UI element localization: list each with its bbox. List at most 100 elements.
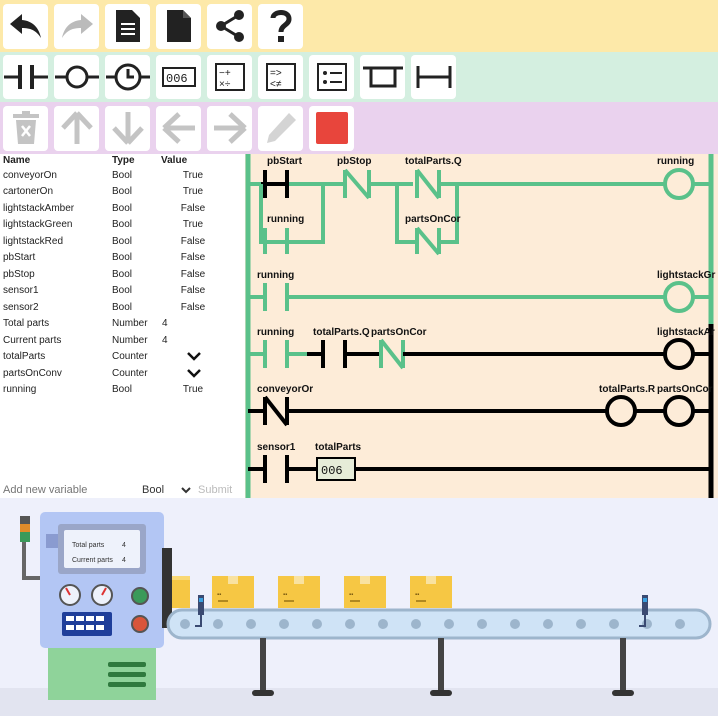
panel-total-value: 4 (122, 542, 126, 549)
simulation-canvas: Total parts 4 Current parts 4 (0, 512, 718, 716)
variable-value[interactable]: False (180, 202, 206, 214)
conveyor-belt (166, 608, 712, 696)
variable-value[interactable]: False (180, 252, 206, 264)
list-icon (316, 63, 347, 91)
rung-3[interactable]: running totalParts.Q partsOnCor lightsta… (248, 327, 715, 370)
redo-button[interactable] (54, 3, 99, 49)
counter-totalParts[interactable]: 006 (316, 457, 356, 481)
move-up-button[interactable] (54, 105, 99, 151)
compare-button[interactable]: =><≠ (258, 55, 303, 99)
variable-name: running (3, 384, 37, 396)
contact-sensor1-5[interactable] (263, 455, 289, 483)
move-down-button[interactable] (105, 105, 150, 151)
contact-partsOnConv-branch[interactable] (415, 226, 441, 256)
pencil-icon (266, 113, 296, 143)
rung-5[interactable]: 006 sensor1 totalParts (248, 442, 711, 483)
carton: ▪▪ (344, 576, 386, 608)
variable-type: Bool (112, 169, 133, 181)
variable-value[interactable]: False (180, 285, 206, 297)
move-right-button[interactable] (207, 105, 252, 151)
contact-running-3[interactable] (263, 340, 289, 368)
contact-conveyorOn-4[interactable] (263, 395, 289, 427)
variable-value[interactable]: True (182, 219, 204, 231)
submit-button[interactable]: Submit (198, 484, 233, 496)
variable-type: Bool (112, 384, 133, 396)
share-icon (215, 10, 244, 42)
table-row[interactable]: running Bool True (0, 382, 245, 399)
contact-running-2[interactable] (263, 283, 289, 311)
end-rung-button[interactable] (411, 55, 456, 99)
undo-button[interactable] (3, 3, 48, 49)
variable-name: lightstackAmber (3, 202, 75, 214)
coil-lightstackGreen[interactable] (663, 281, 695, 313)
list-button[interactable] (309, 55, 354, 99)
rung-4[interactable]: conveyorOr totalParts.R partsOnCor (248, 384, 713, 427)
label-coil-running: running (657, 156, 694, 167)
new-variable-input[interactable] (0, 484, 138, 496)
chevron-down-icon (187, 352, 201, 362)
table-row[interactable]: sensor2 Bool False (0, 299, 245, 316)
variable-type: Bool (112, 301, 133, 313)
new-file-button[interactable] (156, 3, 201, 49)
variable-name: sensor2 (3, 301, 39, 313)
coil-partsOnConv-4[interactable] (663, 395, 695, 427)
rung-2[interactable]: running lightstackGr (248, 270, 715, 313)
variable-value[interactable]: False (180, 235, 206, 247)
stop-button[interactable] (309, 105, 354, 151)
branch-button[interactable] (360, 55, 405, 99)
variable-value[interactable]: False (180, 301, 206, 313)
coil-button[interactable] (54, 55, 99, 99)
variable-value[interactable]: True (182, 384, 204, 396)
end-rung-icon (416, 66, 451, 88)
panel-current-label: Current parts (72, 557, 113, 564)
start-indicator (131, 587, 149, 605)
contact-pbStart[interactable] (261, 170, 289, 198)
move-left-button[interactable] (156, 105, 201, 151)
help-button[interactable] (258, 3, 303, 49)
new-variable-type-select[interactable]: BoolNumberCounterTimer (138, 483, 194, 497)
expand-counter-button[interactable] (158, 368, 228, 378)
edit-button[interactable] (258, 105, 303, 151)
counter-digits: 006 (321, 464, 343, 478)
math-button[interactable]: −+×÷ (207, 55, 252, 99)
contact-totalParts-Q[interactable] (415, 168, 441, 200)
variable-value[interactable]: False (180, 268, 206, 280)
panel-total-label: Total parts (72, 542, 105, 549)
arrow-right-icon (213, 112, 247, 144)
coil-totalParts-R[interactable] (605, 395, 637, 427)
stop-indicator (131, 615, 149, 633)
coil-lightstackAmber[interactable] (663, 338, 695, 370)
contact-totalParts-Q-3[interactable] (321, 340, 347, 368)
label-branch-partsOnConv: partsOnCor (405, 214, 461, 225)
stop-icon (315, 112, 348, 144)
carton: ▪▪ (212, 576, 254, 608)
counter-button[interactable]: 006 (156, 55, 201, 99)
delete-button[interactable] (3, 105, 48, 151)
counter-icon: 006 (161, 67, 196, 87)
timer-button[interactable] (105, 55, 150, 99)
rung-1[interactable]: pbStart pbStop totalParts.Q running runn… (248, 156, 711, 256)
expand-counter-button[interactable] (158, 352, 228, 362)
coil-running[interactable] (663, 168, 695, 200)
save-button[interactable] (105, 3, 150, 49)
contact-partsOnConv-3[interactable] (379, 338, 405, 370)
contact-running-branch[interactable] (263, 228, 289, 254)
variable-name: partsOnConv (3, 367, 62, 379)
share-button[interactable] (207, 3, 252, 49)
contact-button[interactable] (3, 55, 48, 99)
contact-pbStop[interactable] (343, 168, 371, 200)
variable-value[interactable]: True (182, 169, 204, 181)
variable-value[interactable]: True (182, 186, 204, 198)
